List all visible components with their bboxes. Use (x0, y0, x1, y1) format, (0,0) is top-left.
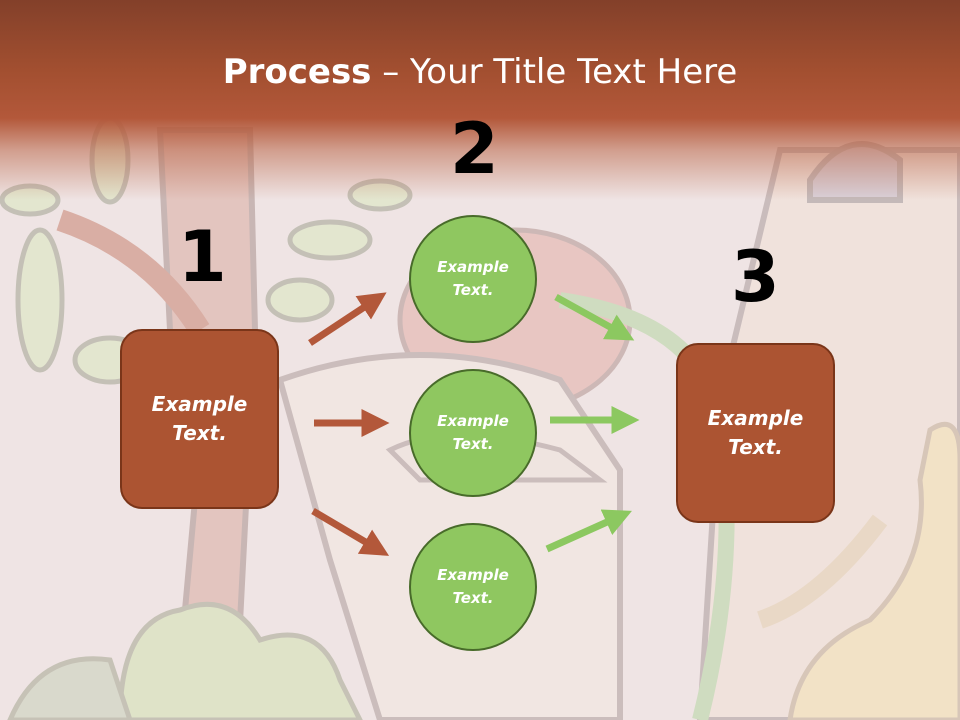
title-rest: – Your Title Text Here (371, 52, 738, 92)
step-2-number: 2 (450, 108, 499, 190)
step-3-label: Example Text. (707, 406, 804, 459)
step-2-circle-bottom: Example Text. (409, 523, 537, 651)
step-2-circle-label: Example Text. (437, 258, 509, 299)
step-3-number: 3 (731, 236, 780, 318)
step-2-circle-top: Example Text. (409, 215, 537, 343)
step-2-circle-label: Example Text. (437, 412, 509, 453)
step-3-box: Example Text. (676, 343, 835, 523)
step-2-circle-label: Example Text. (437, 566, 509, 607)
step-1-box: Example Text. (120, 329, 279, 509)
title-bold: Process (222, 52, 372, 92)
arrow-2-to-3-top (554, 293, 635, 341)
arrow-1-to-2-bottom (311, 507, 390, 556)
title-bar: Process – Your Title Text Here (0, 0, 960, 200)
step-1-number: 1 (178, 216, 227, 298)
arrow-2-to-3-bottom (545, 509, 632, 553)
slide-title: Process – Your Title Text Here (0, 52, 960, 92)
step-1-label: Example Text. (151, 392, 248, 445)
step-2-circle-middle: Example Text. (409, 369, 537, 497)
arrow-1-to-2-top (308, 292, 387, 346)
